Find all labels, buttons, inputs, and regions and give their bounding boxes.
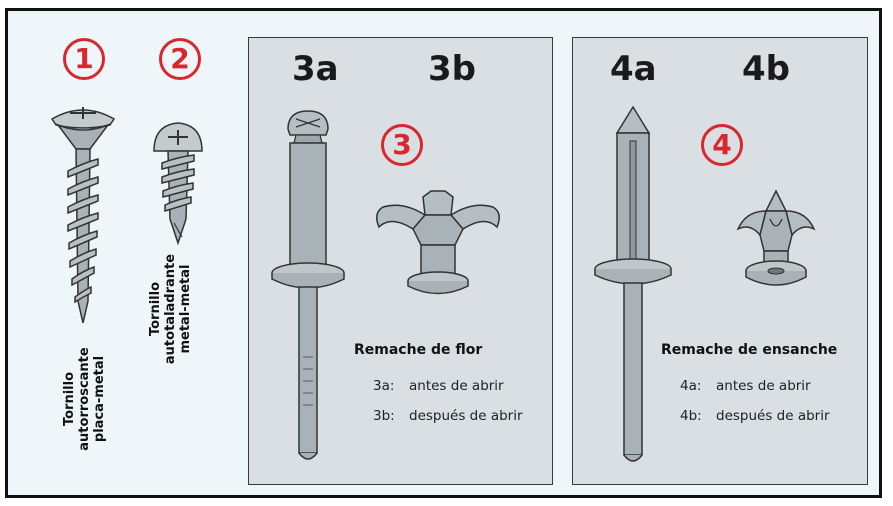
badge-1: 1 [63, 38, 105, 80]
legend-3b: 3b:después de abrir [373, 408, 523, 424]
title-expansion-rivet: Remache de ensanche [661, 342, 838, 358]
heading-4b: 4b [742, 49, 790, 89]
expansion-rivet-closed-icon [594, 105, 672, 462]
label-self-drilling-screw: Tornillo autotaladrante metal-metal [148, 253, 193, 365]
badge-4: 4 [701, 124, 743, 166]
flower-rivet-closed-icon [271, 110, 345, 460]
badge-2: 2 [159, 38, 201, 80]
badge-3: 3 [381, 124, 423, 166]
wood-screw-icon [50, 107, 116, 324]
legend-3a: 3a:antes de abrir [373, 378, 504, 394]
diagram-frame: 1 Tornillo autorroscante placa-metal 2 [5, 8, 882, 498]
legend-4b: 4b:después de abrir [680, 408, 830, 424]
title-flower-rivet: Remache de flor [354, 342, 483, 358]
heading-4a: 4a [610, 49, 657, 89]
self-drilling-screw-icon [153, 122, 203, 246]
heading-3b: 3b [428, 49, 476, 89]
flower-rivet-open-icon [376, 190, 500, 295]
expansion-rivet-open-icon [736, 189, 816, 286]
label-wood-screw: Tornillo autorroscante placa-metal [62, 347, 107, 451]
heading-3a: 3a [292, 49, 339, 89]
legend-4a: 4a:antes de abrir [680, 378, 811, 394]
